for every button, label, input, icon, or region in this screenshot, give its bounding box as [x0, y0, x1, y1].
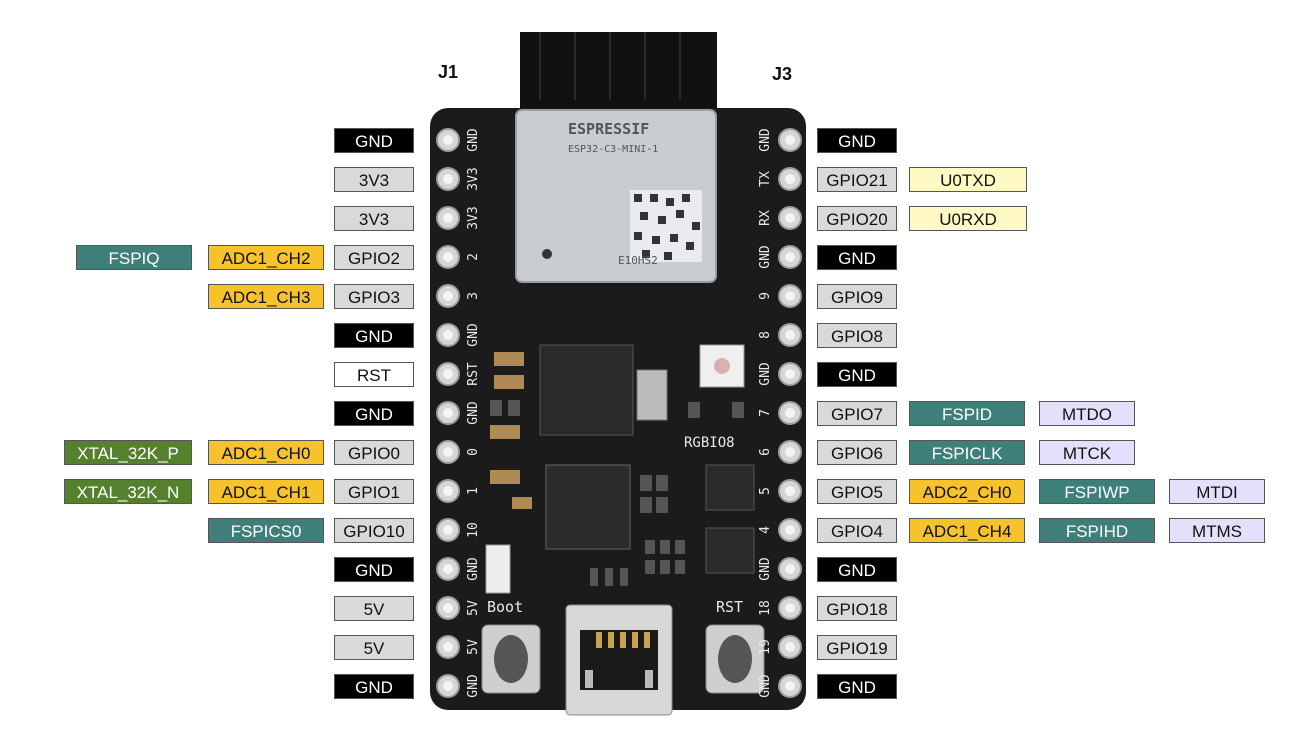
j3-func-fspihd: FSPIHD — [1039, 517, 1155, 543]
silk-right-label: 19 — [758, 639, 773, 655]
silk-left-label: 10 — [466, 522, 481, 538]
j1-pin-3v3: 3V3 — [334, 166, 414, 192]
silk-rst-text: RST — [716, 598, 743, 616]
silk-right-label: RX — [758, 210, 773, 226]
silk-right-label: GND — [758, 557, 773, 581]
j3-func-adc2-ch0: ADC2_CH0 — [909, 478, 1025, 504]
j1-func-fspiq: FSPIQ — [76, 244, 192, 270]
j1-pin-gnd: GND — [334, 127, 414, 153]
j3-func-u0rxd: U0RXD — [909, 205, 1027, 231]
silk-right-label: 7 — [758, 409, 773, 417]
j3-func-fspiclk: FSPICLK — [909, 439, 1025, 465]
header-j3-label: J3 — [772, 64, 793, 84]
j1-func-adc1-ch0: ADC1_CH0 — [208, 439, 324, 465]
silk-left-label: RST — [466, 362, 481, 386]
j1-func-fspics0: FSPICS0 — [208, 517, 324, 543]
j1-func-adc1-ch1: ADC1_CH1 — [208, 478, 324, 504]
silk-right-label: 18 — [758, 600, 773, 616]
header-holes — [436, 128, 802, 698]
j3-func-adc1-ch4: ADC1_CH4 — [909, 517, 1025, 543]
j3-func-mtdi: MTDI — [1169, 478, 1265, 504]
j1-pin-5v: 5V — [334, 595, 414, 621]
j3-pin-gnd: GND — [817, 361, 897, 387]
j3-pin-gpio18: GPIO18 — [817, 595, 897, 621]
module-brand-text: ESPRESSIF — [568, 120, 649, 138]
j3-func-u0txd: U0TXD — [909, 166, 1027, 192]
j3-pin-gpio9: GPIO9 — [817, 283, 897, 309]
module-marking-text: E10HS2 — [618, 254, 658, 267]
usb-bridge-chip — [545, 464, 631, 550]
silk-left-label: 2 — [466, 253, 481, 261]
j3-pin-gnd: GND — [817, 673, 897, 699]
j1-pin-rst: RST — [334, 361, 414, 387]
j3-pin-gnd: GND — [817, 244, 897, 270]
silk-left-label: 5V — [466, 600, 481, 616]
silk-left-label: 5V — [466, 639, 481, 655]
j1-func-adc1-ch2: ADC1_CH2 — [208, 244, 324, 270]
j1-pin-3v3: 3V3 — [334, 205, 414, 231]
j1-pin-gnd: GND — [334, 400, 414, 426]
silk-right-label: GND — [758, 674, 773, 698]
silk-right-label: GND — [758, 245, 773, 269]
j1-pin-gnd: GND — [334, 673, 414, 699]
module-model-text: ESP32-C3-MINI-1 — [568, 144, 658, 155]
silk-right-label: 6 — [758, 448, 773, 456]
silk-left-label: GND — [466, 557, 481, 581]
j1-func-xtal-32k-n: XTAL_32K_N — [64, 478, 192, 504]
j1-pin-gpio3: GPIO3 — [334, 283, 414, 309]
j3-pin-gpio8: GPIO8 — [817, 322, 897, 348]
silk-right-label: GND — [758, 128, 773, 152]
j1-pin-gnd: GND — [334, 322, 414, 348]
j3-pin-gnd: GND — [817, 556, 897, 582]
silk-left-label: GND — [466, 674, 481, 698]
j1-pin-gpio2: GPIO2 — [334, 244, 414, 270]
j1-pin-5v: 5V — [334, 634, 414, 660]
header-j1-label: J1 — [438, 62, 459, 82]
j3-pin-gpio21: GPIO21 — [817, 166, 897, 192]
j3-pin-gpio5: GPIO5 — [817, 478, 897, 504]
j1-pin-gnd: GND — [334, 556, 414, 582]
silk-right-label: 4 — [758, 526, 773, 534]
silk-right-label: GND — [758, 362, 773, 386]
silk-right-label: TX — [758, 171, 773, 187]
silk-left-label: 1 — [466, 487, 481, 495]
silk-left-label: 3V3 — [466, 167, 481, 190]
silk-left-label: GND — [466, 128, 481, 152]
silk-left-label: 0 — [466, 448, 481, 456]
silk-left-label: GND — [466, 323, 481, 347]
silk-left-label: 3 — [466, 292, 481, 300]
silk-rgb-text: RGBIO8 — [684, 435, 735, 451]
j3-func-mtdo: MTDO — [1039, 400, 1135, 426]
voltage-regulator — [539, 344, 634, 436]
silk-right-label: 5 — [758, 487, 773, 495]
j3-func-fspiwp: FSPIWP — [1039, 478, 1155, 504]
silk-left-label: GND — [466, 401, 481, 425]
j3-pin-gpio6: GPIO6 — [817, 439, 897, 465]
j3-func-mtck: MTCK — [1039, 439, 1135, 465]
j3-func-mtms: MTMS — [1169, 517, 1265, 543]
j3-pin-gpio4: GPIO4 — [817, 517, 897, 543]
j1-func-adc1-ch3: ADC1_CH3 — [208, 283, 324, 309]
j3-pin-gnd: GND — [817, 127, 897, 153]
j3-func-fspid: FSPID — [909, 400, 1025, 426]
j3-pin-gpio19: GPIO19 — [817, 634, 897, 660]
silk-left-label: 3V3 — [466, 206, 481, 229]
silk-right-label: 8 — [758, 331, 773, 339]
silk-right-label: 9 — [758, 292, 773, 300]
j1-func-xtal-32k-p: XTAL_32K_P — [64, 439, 192, 465]
j1-pin-gpio1: GPIO1 — [334, 478, 414, 504]
j3-pin-gpio7: GPIO7 — [817, 400, 897, 426]
j3-pin-gpio20: GPIO20 — [817, 205, 897, 231]
antenna-area — [520, 32, 717, 112]
j1-pin-gpio0: GPIO0 — [334, 439, 414, 465]
j1-pin-gpio10: GPIO10 — [334, 517, 414, 543]
silk-boot-text: Boot — [487, 598, 523, 616]
